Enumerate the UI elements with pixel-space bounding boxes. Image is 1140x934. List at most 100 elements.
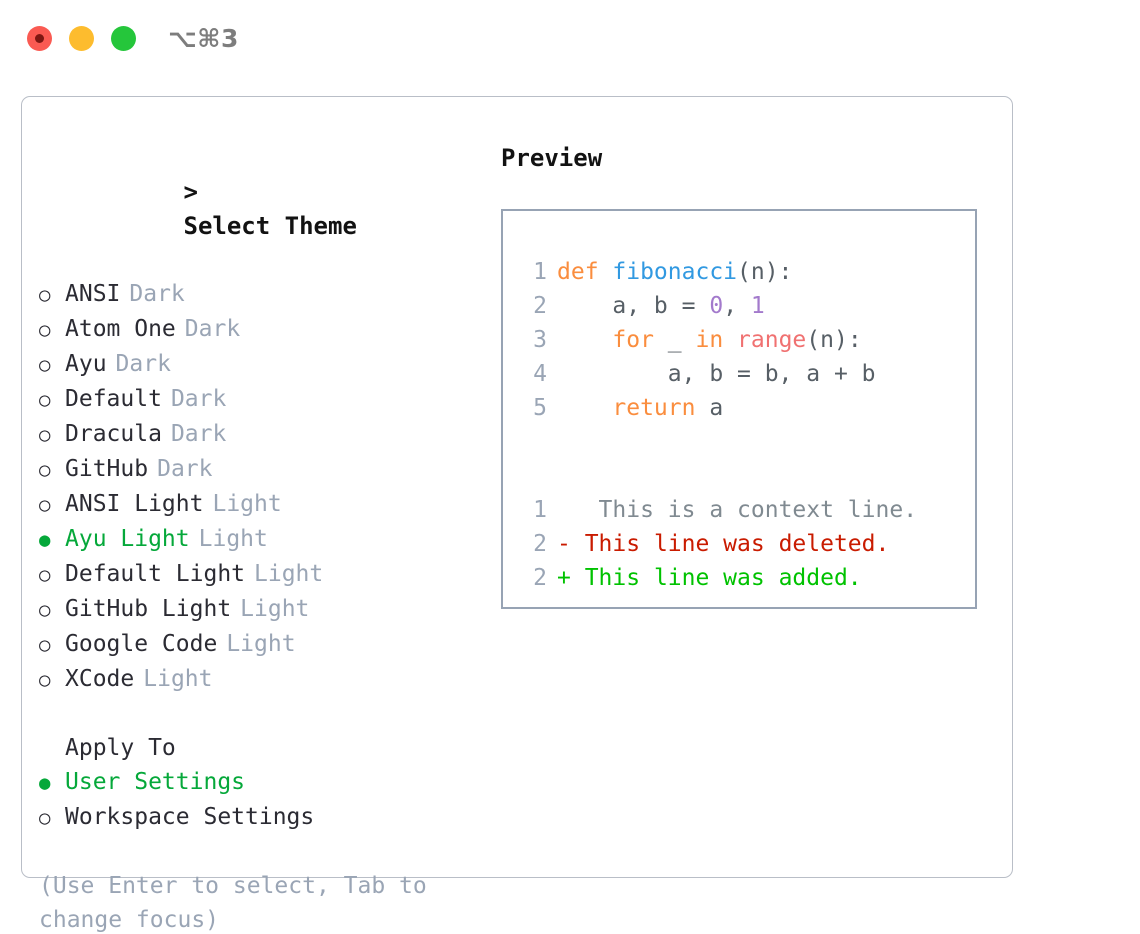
code-token-plain: a	[695, 395, 724, 421]
radio-unselected-icon[interactable]: ○	[39, 564, 51, 586]
select-theme-title: Select Theme	[183, 212, 357, 240]
theme-option-kind: Dark	[129, 281, 185, 307]
radio-unselected-icon[interactable]: ○	[39, 389, 51, 411]
code-line: 4 a, b = b, a + b	[521, 357, 975, 391]
diff-content: This line was deleted.	[570, 531, 890, 557]
minimize-window-button[interactable]	[69, 26, 94, 51]
apply-to-workspace-settings[interactable]: ○ Workspace Settings	[39, 800, 479, 835]
line-number: 1	[533, 497, 547, 523]
select-theme-header: > Select Theme	[39, 141, 479, 277]
section-spacer	[39, 697, 479, 731]
code-token-keyword: for	[612, 327, 654, 353]
theme-option-google-code[interactable]: ○ Google Code Light	[39, 627, 479, 662]
radio-unselected-icon[interactable]: ○	[39, 354, 51, 376]
radio-unselected-icon[interactable]: ○	[39, 424, 51, 446]
line-number: 2	[533, 531, 547, 557]
code-line: 1 def fibonacci(n):	[521, 255, 975, 289]
apply-to-header: Apply To	[65, 735, 176, 761]
keyboard-shortcut-label: ⌥⌘3	[168, 24, 239, 53]
code-text: return a	[557, 391, 723, 425]
diff-content: This line was added.	[570, 565, 862, 591]
code-token-keyword: return	[612, 395, 696, 421]
theme-option-kind: Light	[240, 596, 310, 622]
line-number: 2	[533, 293, 547, 319]
content-panel: > Select Theme ○ ANSI Dark ○ Atom One Da…	[21, 96, 1013, 933]
code-token-builtin: range	[737, 327, 807, 353]
radio-unselected-icon[interactable]: ○	[39, 669, 51, 691]
theme-option-label: Default Light	[65, 561, 246, 587]
radio-unselected-icon[interactable]: ○	[39, 459, 51, 481]
theme-option-kind: Dark	[115, 351, 171, 377]
theme-option-label: Dracula	[65, 421, 162, 447]
preview-box: 1 def fibonacci(n): 2 a, b = 0, 1 3 for …	[501, 209, 977, 609]
theme-option-default-light[interactable]: ○ Default Light Light	[39, 557, 479, 592]
keyboard-hint-text: (Use Enter to select, Tab to change focu…	[39, 873, 441, 933]
line-number: 4	[533, 361, 547, 387]
code-token-function: fibonacci	[612, 259, 738, 285]
theme-option-label: ANSI	[65, 281, 121, 307]
code-text: a, b = b, a + b	[557, 357, 876, 391]
theme-option-kind: Light	[212, 491, 282, 517]
line-number: 2	[533, 565, 547, 591]
code-token-number: 0	[709, 293, 724, 319]
theme-option-ayu[interactable]: ○ Ayu Dark	[39, 347, 479, 382]
maximize-window-button[interactable]	[111, 26, 136, 51]
diff-content: This is a context line.	[570, 497, 918, 523]
theme-option-kind: Dark	[170, 421, 227, 447]
theme-option-label: XCode	[65, 666, 135, 692]
theme-option-kind: Dark	[170, 386, 227, 412]
theme-option-atom-one[interactable]: ○ Atom One Dark	[39, 312, 479, 347]
code-token-plain	[557, 395, 612, 421]
radio-unselected-icon[interactable]: ○	[39, 319, 51, 341]
code-token-plain	[557, 327, 612, 353]
theme-option-kind: Light	[254, 561, 324, 587]
theme-option-github-light[interactable]: ○ GitHub Light Light	[39, 592, 479, 627]
diff-line-context: 1 This is a context line.	[521, 493, 975, 527]
close-window-button[interactable]	[27, 26, 52, 51]
theme-option-ayu-light[interactable]: ● Ayu Light Light	[39, 522, 479, 557]
theme-option-label: Ayu	[65, 351, 107, 377]
theme-option-xcode[interactable]: ○ XCode Light	[39, 662, 479, 697]
code-text: def fibonacci(n):	[557, 255, 792, 289]
code-text: a, b = 0, 1	[557, 289, 765, 323]
diff-line-added: 2 + This line was added.	[521, 561, 975, 595]
theme-option-kind: Light	[143, 666, 213, 692]
preview-header: Preview	[501, 144, 603, 172]
radio-unselected-icon[interactable]: ○	[39, 284, 51, 306]
apply-to-user-settings[interactable]: ● User Settings	[39, 765, 479, 800]
prompt-caret-icon: >	[183, 178, 198, 206]
code-token-plain: (n):	[806, 327, 862, 353]
radio-selected-icon[interactable]: ●	[39, 772, 51, 794]
theme-option-label: Ayu Light	[65, 526, 190, 552]
theme-option-label: ANSI Light	[65, 491, 204, 517]
theme-option-ansi-light[interactable]: ○ ANSI Light Light	[39, 487, 479, 522]
theme-option-dracula[interactable]: ○ Dracula Dark	[39, 417, 479, 452]
code-token-plain: a, b = b, a + b	[557, 361, 876, 387]
apply-to-label: User Settings	[65, 769, 246, 795]
theme-picker-column: > Select Theme ○ ANSI Dark ○ Atom One Da…	[39, 141, 479, 934]
code-text: for _ in range(n):	[557, 323, 862, 357]
code-line: 3 for _ in range(n):	[521, 323, 975, 357]
code-token-number: 1	[750, 293, 765, 319]
radio-selected-icon[interactable]: ●	[39, 529, 51, 551]
theme-option-default[interactable]: ○ Default Dark	[39, 382, 479, 417]
diff-sign: +	[557, 565, 571, 591]
code-token-plain: _	[653, 327, 696, 353]
theme-option-kind: Dark	[184, 316, 241, 342]
radio-unselected-icon[interactable]: ○	[39, 599, 51, 621]
theme-option-label: Default	[65, 386, 162, 412]
radio-unselected-icon[interactable]: ○	[39, 634, 51, 656]
theme-option-ansi[interactable]: ○ ANSI Dark	[39, 277, 479, 312]
theme-option-label: GitHub Light	[65, 596, 232, 622]
diff-sign	[557, 497, 571, 523]
diff-sign: -	[557, 531, 571, 557]
theme-option-github[interactable]: ○ GitHub Dark	[39, 452, 479, 487]
radio-unselected-icon[interactable]: ○	[39, 807, 51, 829]
diff-line-deleted: 2 - This line was deleted.	[521, 527, 975, 561]
diff-text: This is a context line.	[557, 493, 918, 527]
traffic-light-buttons	[27, 26, 136, 51]
radio-unselected-icon[interactable]: ○	[39, 494, 51, 516]
line-number: 1	[533, 259, 547, 285]
preview-column: Preview 1 def fibonacci(n): 2 a, b = 0, …	[501, 141, 991, 609]
title-bar: ⌥⌘3	[0, 0, 1140, 78]
